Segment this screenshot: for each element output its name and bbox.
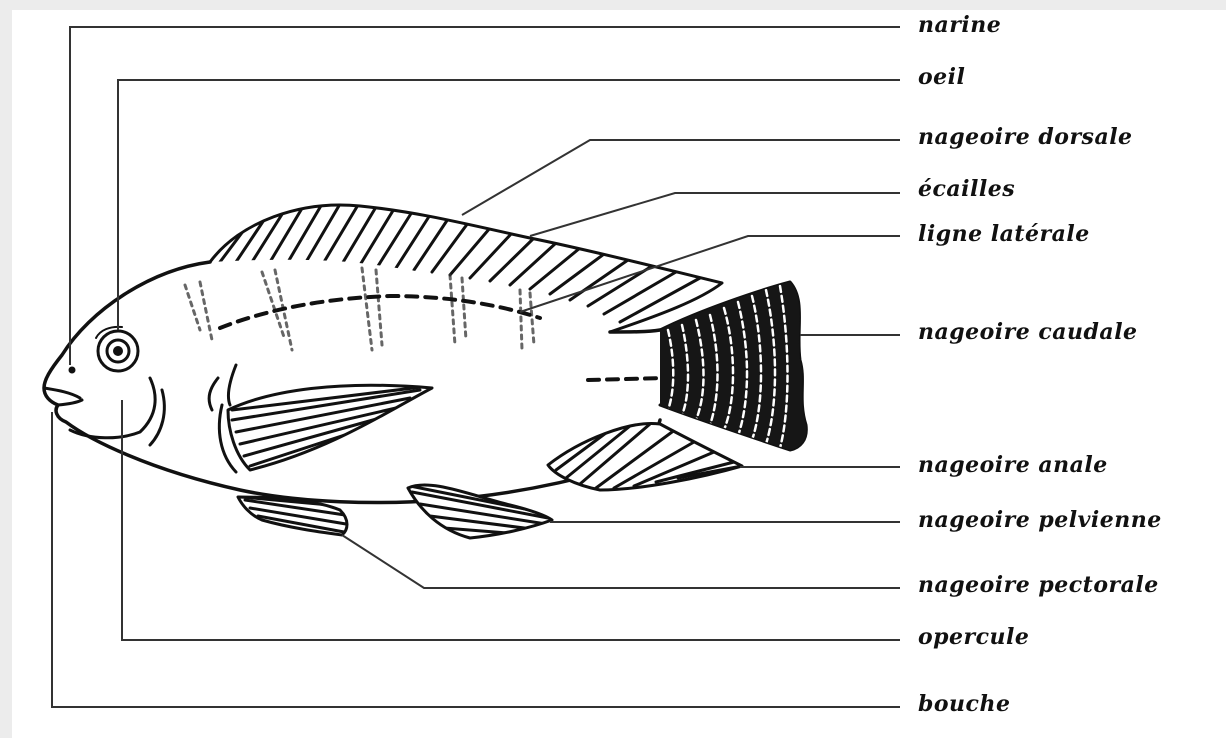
mouth-shape <box>44 388 82 405</box>
lateral-line-lower <box>588 378 665 380</box>
label-oeil: oeil <box>918 66 965 88</box>
dorsal-fin-shape <box>210 204 722 332</box>
label-nageoire-pectorale: nageoire pectorale <box>918 574 1159 596</box>
leader-nageoire-dorsale <box>462 140 900 215</box>
pectoral-fin-shape <box>219 385 432 472</box>
eye-shape <box>96 327 138 371</box>
leader-ecailles <box>530 193 900 236</box>
label-ligne-laterale: ligne latérale <box>918 223 1090 245</box>
label-narine: narine <box>918 14 1001 36</box>
anal-fin-shape <box>548 423 742 490</box>
label-ecailles: écailles <box>918 178 1015 200</box>
label-nageoire-pelvienne: nageoire pelvienne <box>918 509 1162 531</box>
nostril-shape <box>69 367 76 374</box>
label-opercule: opercule <box>918 626 1029 648</box>
label-nageoire-caudale: nageoire caudale <box>918 321 1138 343</box>
pelvic-fin-shape <box>408 485 552 538</box>
operculum-shape <box>70 365 236 445</box>
label-nageoire-anale: nageoire anale <box>918 454 1108 476</box>
leader-nageoire-pectorale <box>342 535 900 588</box>
label-bouche: bouche <box>918 693 1010 715</box>
body-stripes <box>185 268 534 350</box>
leader-bouche <box>52 412 900 707</box>
label-nageoire-dorsale: nageoire dorsale <box>918 126 1133 148</box>
